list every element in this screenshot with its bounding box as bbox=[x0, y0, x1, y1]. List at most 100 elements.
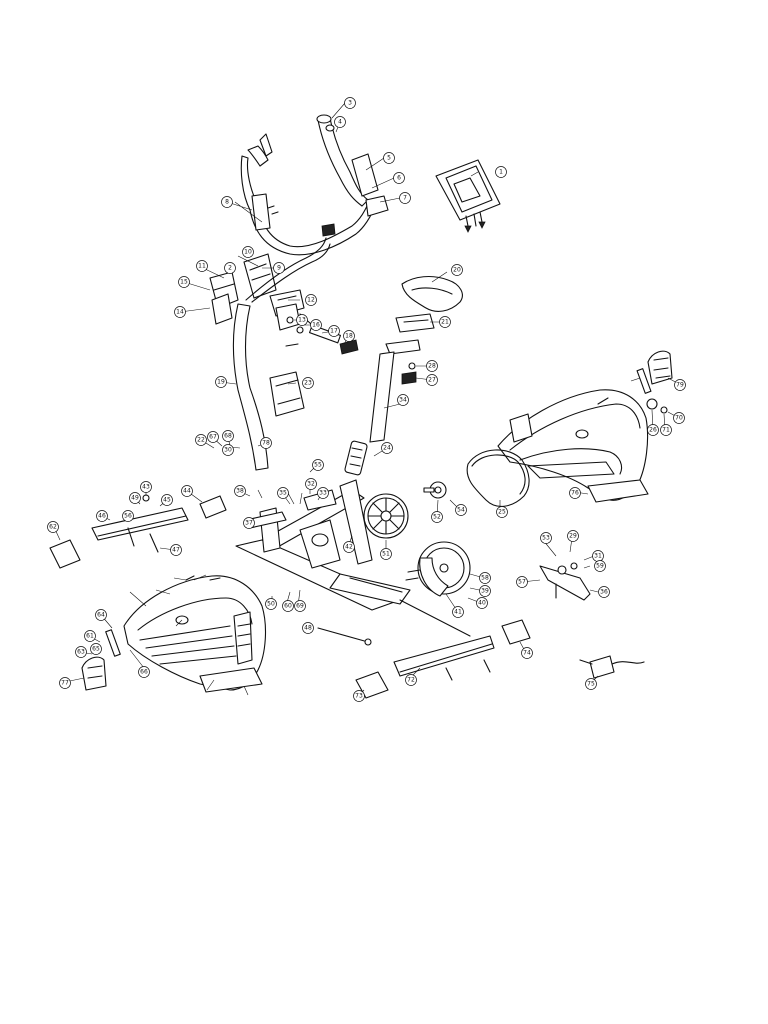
part-callout: 63 bbox=[75, 646, 87, 658]
callout-label: 10 bbox=[244, 249, 252, 256]
part-callout: 14 bbox=[174, 306, 186, 318]
part-callout: 2 bbox=[224, 262, 236, 274]
part-callout: 25 bbox=[496, 506, 508, 518]
callout-label: 3 bbox=[348, 100, 352, 107]
callout-label: 78 bbox=[262, 440, 270, 447]
part-callout: 34 bbox=[397, 394, 409, 406]
part-callout: 66 bbox=[138, 666, 150, 678]
part-callout: 56 bbox=[122, 510, 134, 522]
callout-label: 44 bbox=[183, 488, 191, 495]
callout-label: 53 bbox=[542, 535, 550, 542]
part-callout: 12 bbox=[305, 294, 317, 306]
callout-label: 16 bbox=[312, 322, 320, 329]
part-callout: 18 bbox=[343, 330, 355, 342]
callout-circle bbox=[344, 97, 356, 109]
callout-circle bbox=[334, 116, 346, 128]
callout-circle bbox=[439, 316, 451, 328]
callout-circle bbox=[569, 487, 581, 499]
part-callout: 49 bbox=[129, 492, 141, 504]
callout-circle bbox=[296, 314, 308, 326]
sensor-wire bbox=[579, 655, 645, 679]
callout-label: 59 bbox=[596, 563, 604, 570]
callout-label: 20 bbox=[453, 267, 461, 274]
part-callout: 7 bbox=[399, 192, 411, 204]
callout-label: 11 bbox=[198, 263, 206, 270]
callout-label: 60 bbox=[284, 603, 292, 610]
part-callout: 16 bbox=[310, 319, 322, 331]
part-callout: 11 bbox=[196, 260, 208, 272]
callout-label: 29 bbox=[569, 533, 577, 540]
callout-label: 26 bbox=[649, 427, 657, 434]
resistance-flywheel bbox=[405, 541, 471, 597]
callout-label: 19 bbox=[217, 379, 225, 386]
part-callout: 32 bbox=[305, 478, 317, 490]
callout-circle bbox=[129, 492, 141, 504]
callout-circle bbox=[397, 394, 409, 406]
callout-circle bbox=[598, 586, 610, 598]
callout-circle bbox=[305, 294, 317, 306]
callout-label: 46 bbox=[98, 513, 106, 520]
part-callout: 70 bbox=[673, 412, 685, 424]
callout-label: 55 bbox=[314, 462, 322, 469]
callout-label: 12 bbox=[307, 297, 315, 304]
part-callout: 5 bbox=[383, 152, 395, 164]
callout-label: 14 bbox=[176, 309, 184, 316]
part-callout: 22 bbox=[195, 434, 207, 446]
callout-circle bbox=[234, 485, 246, 497]
callout-label: 17 bbox=[330, 328, 338, 335]
callout-label: 32 bbox=[307, 481, 315, 488]
callout-label: 38 bbox=[236, 488, 244, 495]
callout-label: 63 bbox=[77, 649, 85, 656]
callout-label: 43 bbox=[142, 484, 150, 491]
part-callout: 6 bbox=[393, 172, 405, 184]
part-callout: 52 bbox=[431, 511, 443, 523]
callout-label: 70 bbox=[675, 415, 683, 422]
part-callout: 10 bbox=[242, 246, 254, 258]
callout-circle bbox=[242, 246, 254, 258]
callout-label: 24 bbox=[383, 445, 391, 452]
part-callout: 58 bbox=[479, 572, 491, 584]
callout-circle bbox=[673, 412, 685, 424]
part-callout: 44 bbox=[181, 485, 193, 497]
callout-circle bbox=[516, 576, 528, 588]
callout-label: 56 bbox=[124, 513, 132, 520]
callout-circle bbox=[328, 325, 340, 337]
part-callout: 23 bbox=[302, 377, 314, 389]
callout-label: 69 bbox=[296, 603, 304, 610]
callout-label: 42 bbox=[345, 544, 353, 551]
callout-label: 52 bbox=[433, 514, 441, 521]
callout-circle bbox=[496, 506, 508, 518]
callout-circle bbox=[426, 360, 438, 372]
part-callout: 29 bbox=[567, 530, 579, 542]
rear-stabilizer bbox=[355, 619, 531, 699]
callout-circle bbox=[310, 319, 322, 331]
callout-circle bbox=[221, 196, 233, 208]
callout-label: 13 bbox=[298, 317, 306, 324]
callout-circle bbox=[594, 560, 606, 572]
callout-circle bbox=[567, 530, 579, 542]
part-callout: 37 bbox=[243, 517, 255, 529]
callout-circle bbox=[585, 678, 597, 690]
callout-label: 51 bbox=[382, 551, 390, 558]
part-callout: 30 bbox=[222, 444, 234, 456]
part-callout: 78 bbox=[260, 437, 272, 449]
callout-label: 28 bbox=[428, 363, 436, 370]
right-pedal bbox=[636, 350, 673, 414]
part-callout: 76 bbox=[569, 487, 581, 499]
part-callout: 20 bbox=[451, 264, 463, 276]
part-callout: 1 bbox=[495, 166, 507, 178]
callout-circle bbox=[399, 192, 411, 204]
upright-tube bbox=[232, 237, 331, 471]
callout-label: 23 bbox=[304, 380, 312, 387]
callout-label: 33 bbox=[319, 490, 327, 497]
callout-circle bbox=[405, 674, 417, 686]
drive-belt bbox=[466, 449, 530, 507]
callout-circle bbox=[476, 597, 488, 609]
seat-assembly bbox=[369, 275, 463, 443]
part-callout: 65 bbox=[90, 643, 102, 655]
stem-bracket bbox=[209, 253, 359, 355]
part-callout: 33 bbox=[317, 487, 329, 499]
part-callout: 74 bbox=[521, 647, 533, 659]
part-callout: 64 bbox=[95, 609, 107, 621]
